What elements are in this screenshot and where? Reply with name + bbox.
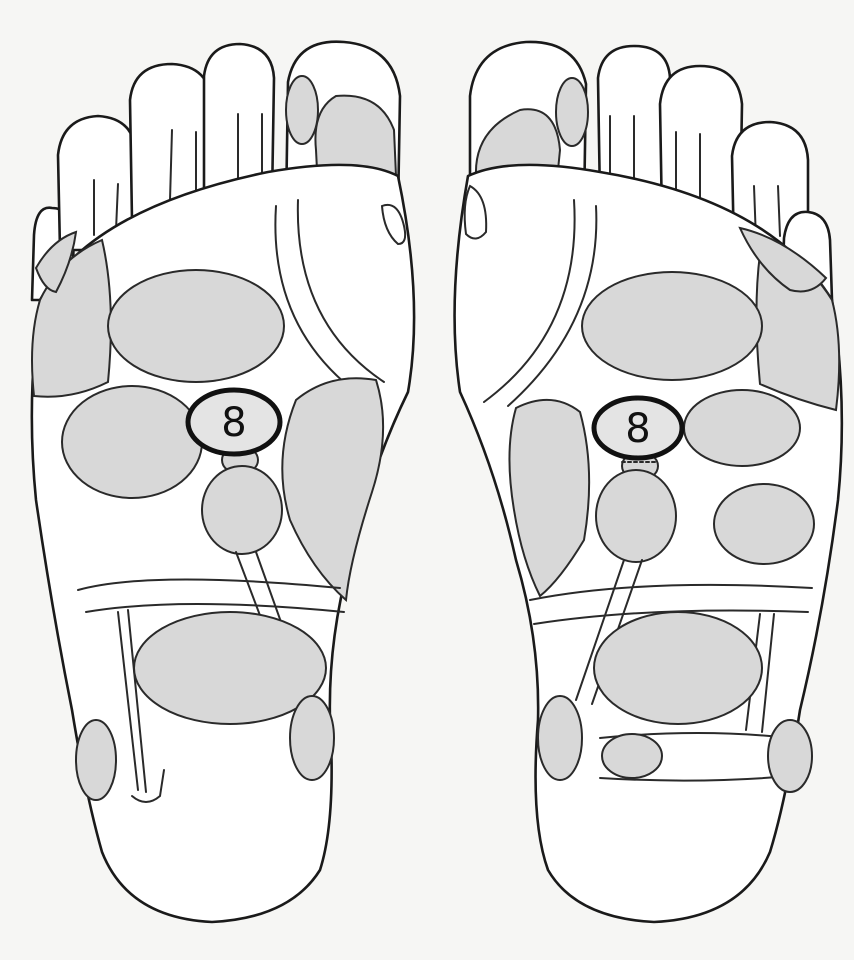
left-point-8-label: 8 [221, 400, 246, 446]
right-foot: 8 [455, 42, 842, 922]
left-liver-zone [62, 386, 202, 498]
right-rectum-zone [602, 734, 662, 778]
right-point-8-label: 8 [625, 406, 650, 452]
left-kidney-zone [202, 466, 282, 554]
right-intestine-zone [594, 612, 762, 724]
left-point-8-marker: 8 [188, 390, 280, 454]
right-spleen-zone [714, 484, 814, 564]
right-kidney-zone [596, 470, 676, 562]
left-lung-zone [108, 270, 284, 382]
left-bladder-zone [290, 696, 334, 780]
right-heart-zone [684, 390, 800, 466]
right-point-8-marker: 8 [594, 398, 682, 458]
right-lung-zone [582, 272, 762, 380]
right-big-toe-zone [556, 78, 588, 146]
left-big-toe-zone [286, 76, 318, 144]
left-sciatic-lateral-zone [76, 720, 116, 800]
left-foot: 8 [32, 42, 414, 922]
right-bladder-zone [538, 696, 582, 780]
right-sciatic-lateral-zone [768, 720, 812, 792]
